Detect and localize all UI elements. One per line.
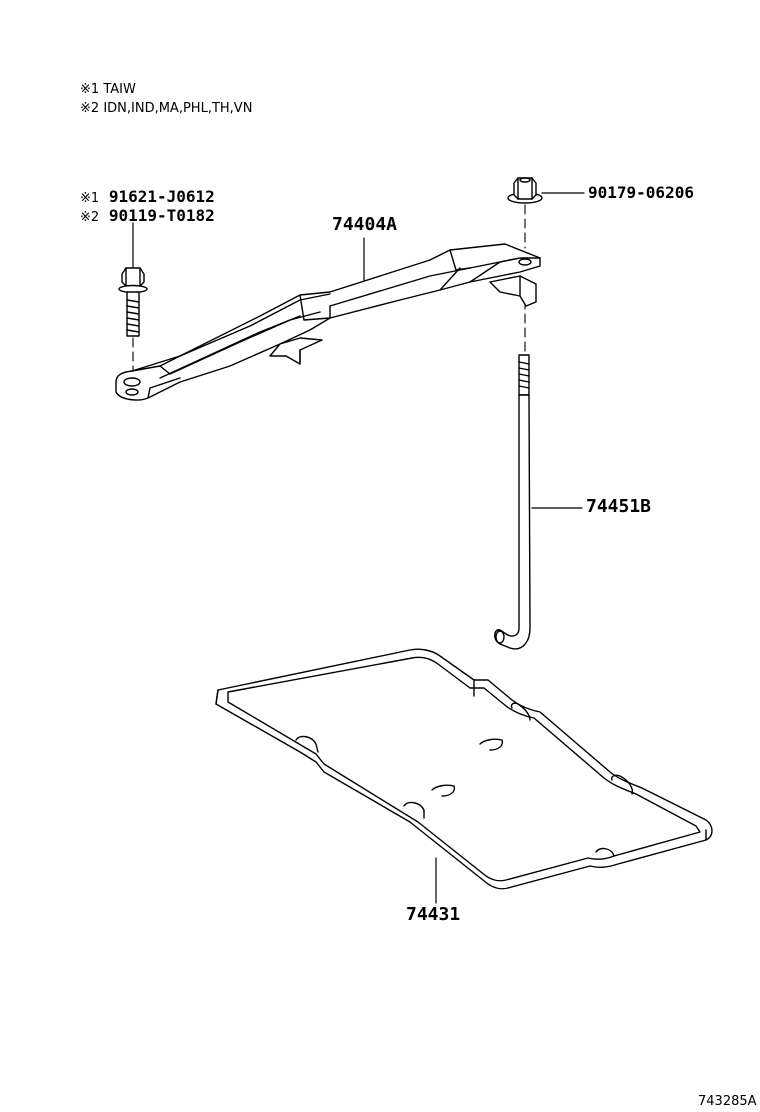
part-label-bolt-2: ※2 90119-T0182 — [80, 207, 215, 227]
leader-lines — [132, 192, 585, 904]
rod-shape — [494, 354, 531, 650]
tray-shape — [215, 648, 713, 890]
bolt-2-mark: ※2 — [80, 210, 100, 225]
bolt-1-number: 91621-J0612 — [108, 187, 215, 206]
note-1: ※1 TAIW — [80, 82, 136, 98]
note-2-mark: ※2 — [80, 101, 100, 116]
note-1-mark: ※1 — [80, 82, 100, 97]
part-label-bolt-1: ※1 91621-J0612 — [80, 188, 215, 208]
bolt-1-mark: ※1 — [80, 191, 100, 206]
note-2-text: IDN,IND,MA,PHL,TH,VN — [103, 101, 253, 116]
bolt-shape — [118, 267, 148, 337]
part-label-nut: 90179-06206 — [588, 183, 694, 202]
bolt-2-number: 90119-T0182 — [108, 206, 215, 225]
nut-shape — [507, 177, 543, 204]
note-2: ※2 IDN,IND,MA,PHL,TH,VN — [80, 101, 252, 117]
note-1-text: TAIW — [103, 82, 136, 97]
part-label-clamp: 74404A — [332, 214, 398, 235]
diagram-code: 743285A — [698, 1094, 757, 1109]
clamp-shape — [115, 243, 541, 401]
part-label-tray: 74431 — [406, 904, 461, 925]
part-label-rod: 74451B — [586, 496, 652, 517]
